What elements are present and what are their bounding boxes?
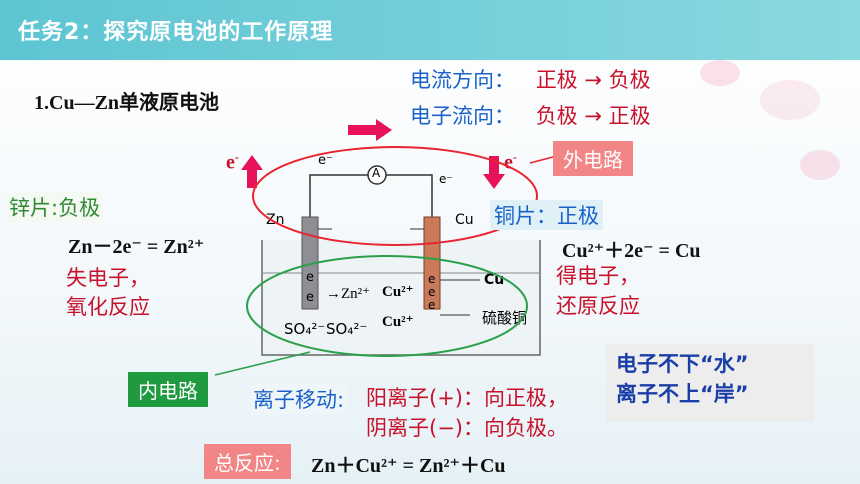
decor-petal <box>800 150 840 180</box>
left-electrode-label: 锌片:负极 <box>6 192 104 222</box>
e-minus-left-text: e <box>226 151 235 174</box>
outer-circuit-connector <box>529 156 554 164</box>
section-heading: 1.Cu—Zn单液原电池 <box>34 92 220 114</box>
so4-label-1: SO₄²⁻ <box>284 320 326 338</box>
ion-move-anion: 阴离子(−)：向负极。 <box>366 416 568 440</box>
e-plate-1: e <box>428 272 436 286</box>
electron-direction-label: 电子流向： <box>410 104 515 128</box>
outer-circuit-ellipse <box>252 146 538 246</box>
galvanic-cell-diagram <box>261 165 541 356</box>
inner-circuit-connector <box>214 351 311 376</box>
up-arrow-icon <box>241 155 263 188</box>
right-note-2: 还原反应 <box>556 294 640 318</box>
down-arrow-icon <box>483 156 505 189</box>
e-plate-2: e <box>428 285 436 299</box>
tip-line-1: 电子不下“水” <box>616 352 749 376</box>
right-note-1: 得电子， <box>556 264 640 288</box>
wire-right <box>386 174 433 217</box>
decor-petal <box>760 80 820 120</box>
left-note-2: 氧化反应 <box>66 295 150 319</box>
electron-direction: 电子流向： 负极 → 正极 <box>410 100 651 130</box>
electron-direction-value: 负极 → 正极 <box>535 104 651 128</box>
current-direction-value: 正极 → 负极 <box>535 68 651 92</box>
page-title: 任务2：探究原电池的工作原理 <box>18 20 334 45</box>
inner-circuit-label: 内电路 <box>128 372 208 407</box>
decor-petal <box>700 60 740 86</box>
e-bar-2: e <box>306 290 314 305</box>
ion-move-cation: 阳离子(+)：向正极， <box>366 386 568 410</box>
solution-label: 硫酸铜 <box>482 309 528 327</box>
outer-circuit-label: 外电路 <box>553 141 633 176</box>
left-note-1: 失电子， <box>66 266 150 290</box>
title-bar: 任务2：探究原电池的工作原理 <box>0 0 860 60</box>
cu2plus-label-2: Cu²⁺ <box>382 314 414 330</box>
left-equation: Zn－2e⁻ = Zn²⁺ <box>68 236 205 258</box>
zn2plus-label: →Zn²⁺ <box>326 286 371 302</box>
e-minus-right-text: e <box>504 151 513 174</box>
current-direction-label: 电流方向： <box>410 68 515 92</box>
right-arrow-icon <box>348 119 392 141</box>
inner-circuit-ellipse <box>246 255 528 357</box>
cu-plate <box>423 216 441 310</box>
right-electrode-label: 铜片：正极 <box>490 200 603 230</box>
e-top-label: e⁻ <box>318 153 333 168</box>
tip-line-2: 离子不上“岸” <box>616 382 749 406</box>
e-right-label: e⁻ <box>439 172 453 186</box>
e-minus-left: e- <box>226 150 239 174</box>
right-equation: Cu²⁺＋2e⁻ = Cu <box>562 240 701 262</box>
ion-move-label: 离子移动: <box>250 384 348 414</box>
current-direction: 电流方向： 正极 → 负极 <box>410 64 651 94</box>
wire-left <box>309 174 368 217</box>
cu2plus-label-1: Cu²⁺ <box>382 284 414 300</box>
ammeter-label: A <box>372 166 381 180</box>
cu-label: Cu <box>455 212 474 228</box>
e-plate-3: e <box>428 298 436 312</box>
total-reaction-label: 总反应: <box>204 444 291 479</box>
ammeter-icon <box>367 165 387 185</box>
e-bar-1: e <box>306 270 314 285</box>
tip-box: 电子不下“水” 离子不上“岸” <box>606 344 814 422</box>
e-minus-right: e- <box>504 150 517 174</box>
so4-label-2: SO₄²⁻ <box>326 320 368 338</box>
total-reaction-equation: Zn＋Cu²⁺ = Zn²⁺＋Cu <box>311 455 506 477</box>
